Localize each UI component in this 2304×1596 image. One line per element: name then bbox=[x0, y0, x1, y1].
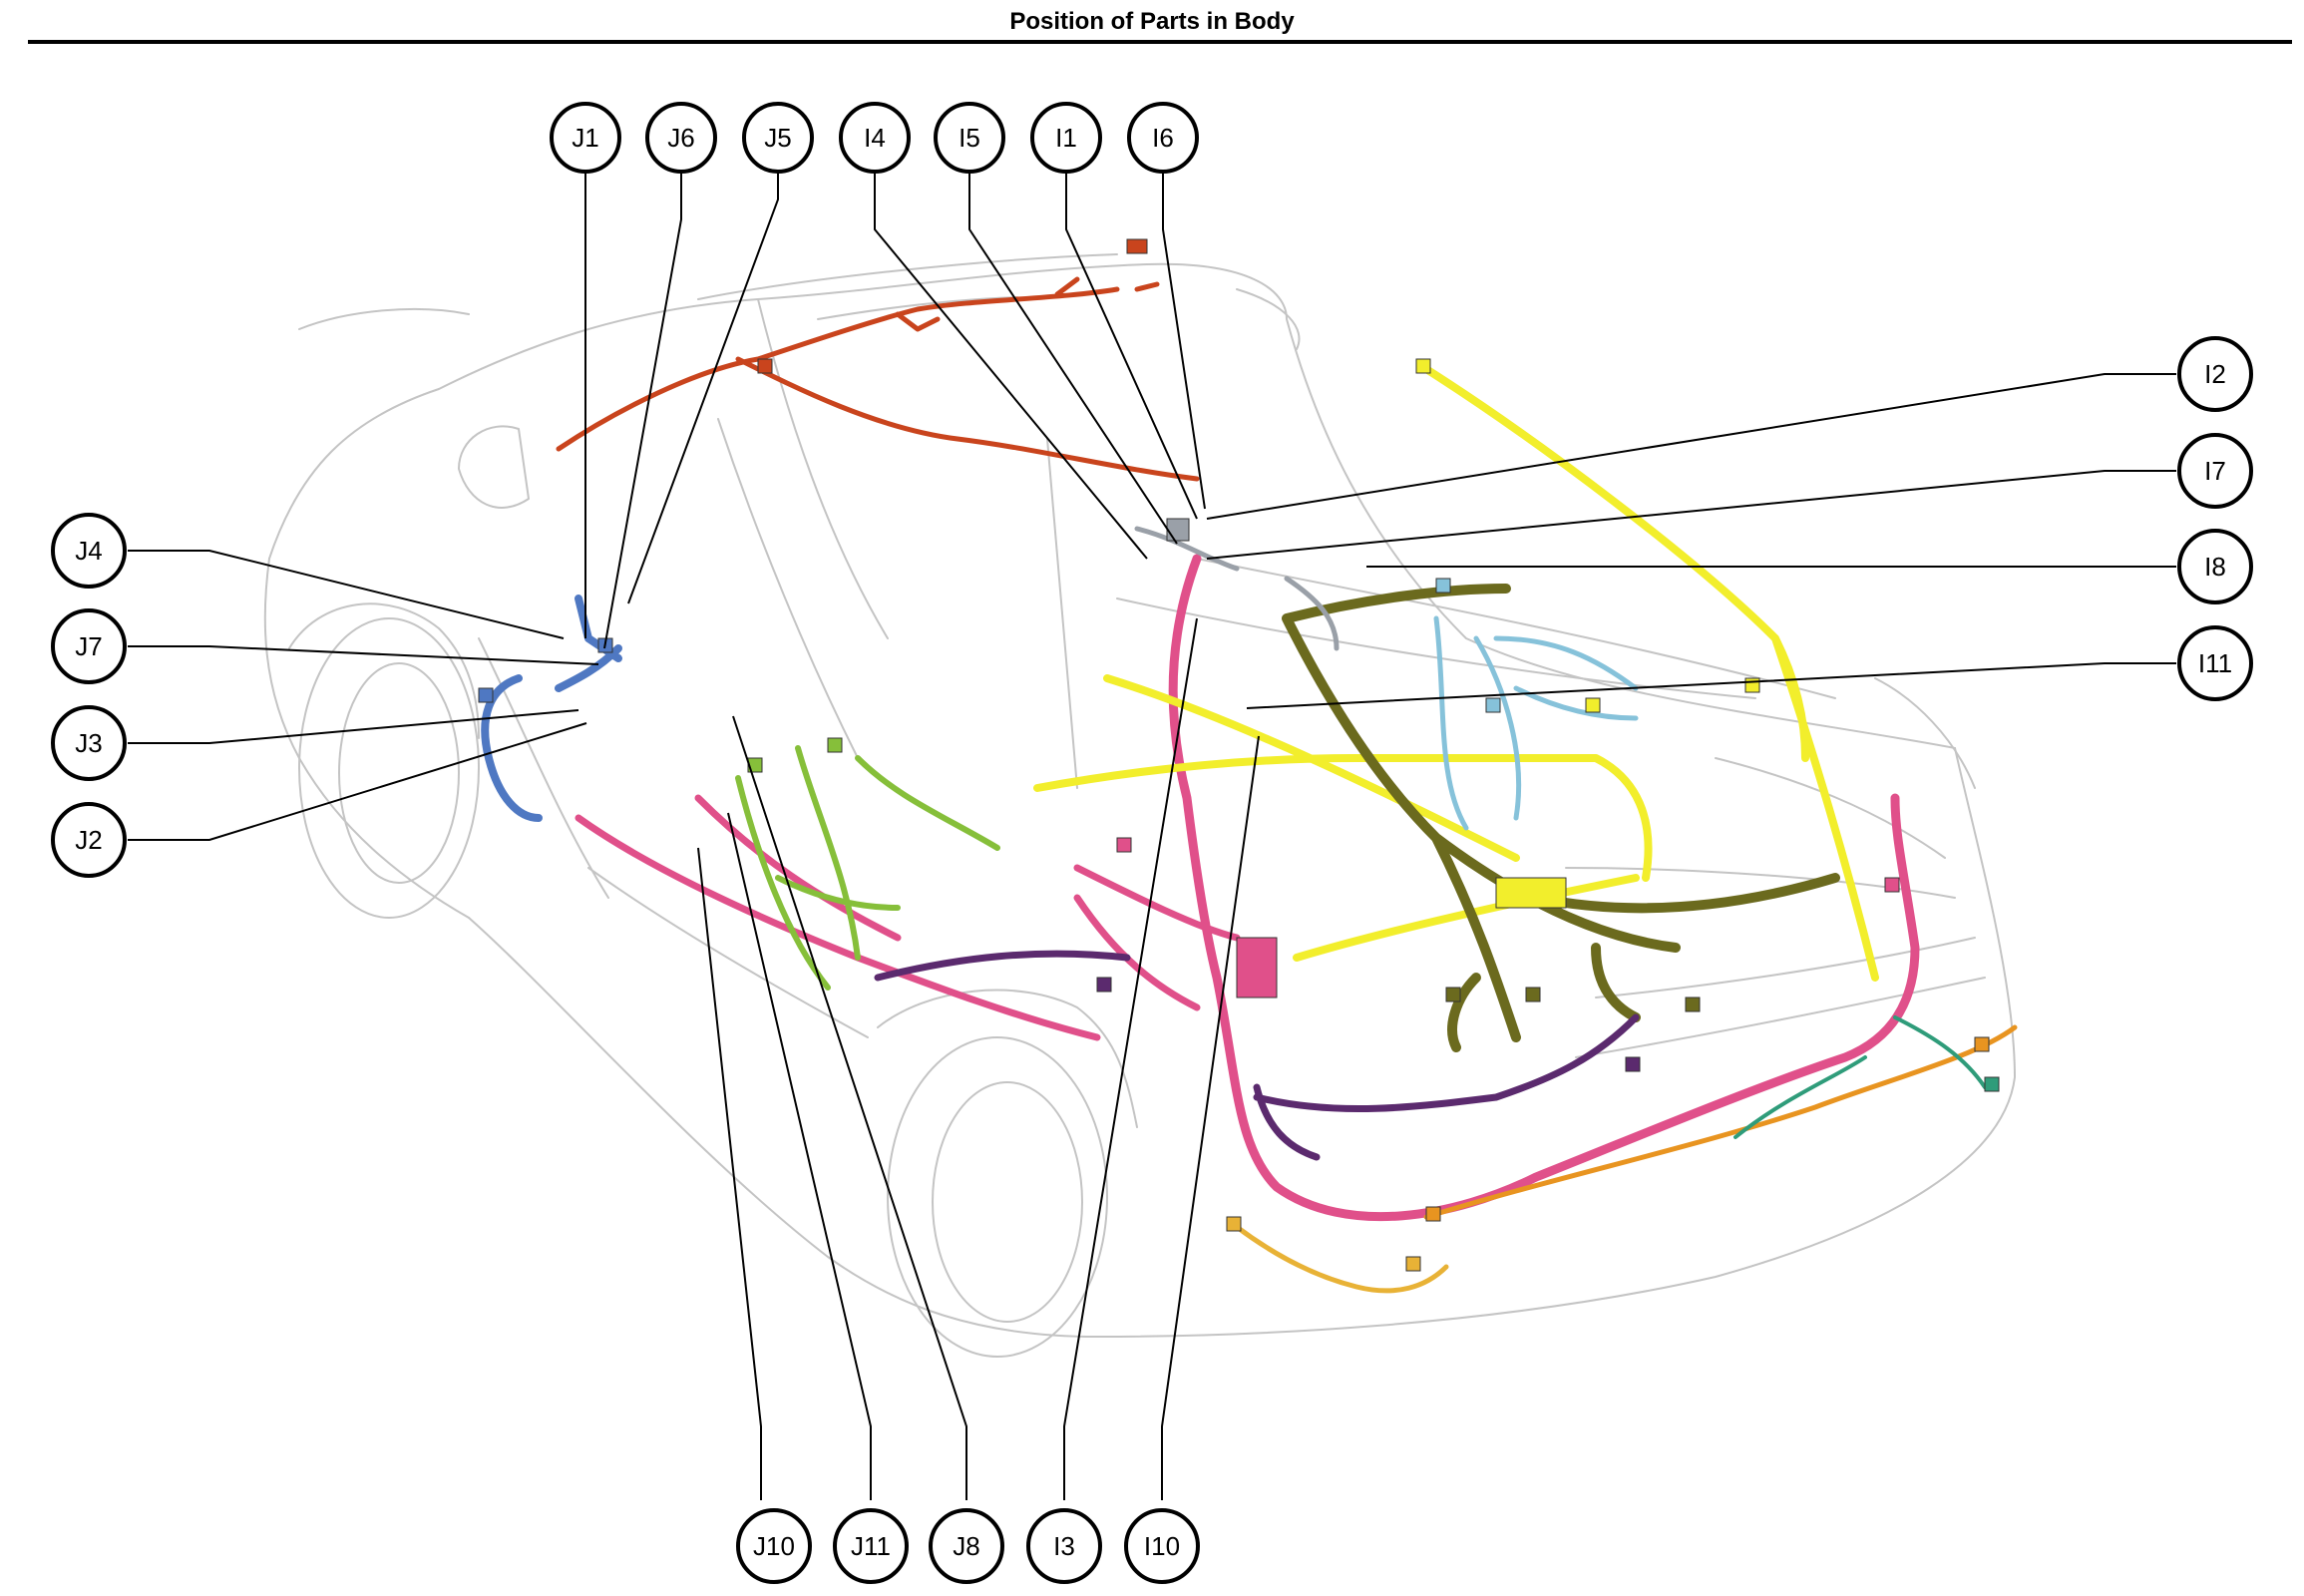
leader-i3 bbox=[1063, 617, 1198, 1500]
callout-j7: J7 bbox=[51, 608, 127, 684]
grey-harness bbox=[1134, 526, 1340, 651]
callout-i11: I11 bbox=[2177, 625, 2253, 701]
callout-i8: I8 bbox=[2177, 529, 2253, 604]
blue-harness bbox=[481, 595, 622, 822]
callout-j6: J6 bbox=[645, 102, 717, 174]
callout-j2: J2 bbox=[51, 802, 127, 878]
leader-i1 bbox=[1065, 161, 1198, 520]
callout-i2-label: I2 bbox=[2204, 359, 2226, 389]
callout-i5: I5 bbox=[934, 102, 1005, 174]
leader-i6 bbox=[1162, 161, 1206, 510]
leader-j7 bbox=[128, 645, 599, 665]
leader-j4 bbox=[128, 550, 565, 639]
leader-j11 bbox=[727, 812, 872, 1500]
callout-j10-label: J10 bbox=[753, 1531, 795, 1561]
callout-j4: J4 bbox=[51, 513, 127, 589]
wire-harnesses bbox=[481, 276, 2018, 1294]
leader-i2 bbox=[1206, 373, 2176, 520]
callouts: J1 J6 J5 I4 I5 I1 I6 I2 I7 I8 I11 J4 J7 … bbox=[51, 102, 2253, 1584]
roof-harness bbox=[556, 276, 1200, 482]
callout-j1: J1 bbox=[550, 102, 621, 174]
callout-j1-label: J1 bbox=[572, 123, 598, 153]
callout-i4: I4 bbox=[839, 102, 911, 174]
callout-j11: J11 bbox=[833, 1508, 909, 1584]
callout-i4-label: I4 bbox=[864, 123, 886, 153]
callout-i7-label: I7 bbox=[2204, 456, 2226, 486]
callout-i11-label: I11 bbox=[2198, 648, 2232, 678]
orange-harness bbox=[1423, 1024, 2018, 1220]
leader-j10 bbox=[697, 847, 762, 1500]
pink-harness bbox=[1168, 554, 1920, 1222]
teal-harness bbox=[1733, 1015, 1987, 1139]
callout-i6: I6 bbox=[1127, 102, 1199, 174]
vehicle-outline bbox=[263, 253, 2016, 1358]
callout-i10: I10 bbox=[1124, 1508, 1200, 1584]
pink-harness-left bbox=[575, 794, 1241, 1041]
leader-j2 bbox=[128, 722, 587, 841]
connectors bbox=[478, 238, 2000, 1272]
page-title: Position of Parts in Body bbox=[1009, 8, 1295, 35]
callout-j7-label: J7 bbox=[75, 631, 102, 661]
callout-i8-label: I8 bbox=[2204, 552, 2226, 582]
callout-j11-label: J11 bbox=[851, 1531, 891, 1561]
leader-j6 bbox=[603, 161, 682, 649]
callout-i6-label: I6 bbox=[1152, 123, 1174, 153]
leader-i11 bbox=[1246, 662, 2176, 709]
callout-j8-label: J8 bbox=[953, 1531, 979, 1561]
leader-j5 bbox=[627, 161, 779, 604]
leader-j8 bbox=[732, 715, 967, 1500]
callout-j3-label: J3 bbox=[75, 728, 102, 758]
leader-i5 bbox=[968, 161, 1178, 545]
title-rule bbox=[28, 40, 2292, 44]
leader-i10 bbox=[1161, 735, 1260, 1500]
leader-j3 bbox=[128, 709, 579, 744]
callout-j6-label: J6 bbox=[667, 123, 694, 153]
callout-i3-label: I3 bbox=[1053, 1531, 1075, 1561]
callout-i3: I3 bbox=[1026, 1508, 1102, 1584]
callout-i1-label: I1 bbox=[1055, 123, 1077, 153]
callout-j3: J3 bbox=[51, 705, 127, 781]
callout-i7: I7 bbox=[2177, 433, 2253, 509]
leader-i4 bbox=[874, 161, 1148, 560]
callout-j5-label: J5 bbox=[764, 123, 791, 153]
leader-i7 bbox=[1206, 470, 2176, 560]
callout-j5: J5 bbox=[742, 102, 814, 174]
green-harness bbox=[735, 745, 1000, 991]
callout-j4-label: J4 bbox=[75, 536, 102, 566]
leader-lines bbox=[128, 161, 2176, 1500]
light-blue-harness bbox=[1433, 615, 1639, 831]
callout-j8: J8 bbox=[929, 1508, 1004, 1584]
callout-j10: J10 bbox=[736, 1508, 812, 1584]
callout-i5-label: I5 bbox=[959, 123, 980, 153]
callout-i10-label: I10 bbox=[1144, 1531, 1180, 1561]
callout-j2-label: J2 bbox=[75, 825, 102, 855]
callout-i1: I1 bbox=[1030, 102, 1102, 174]
purple-harness bbox=[874, 950, 1640, 1161]
callout-i2: I2 bbox=[2177, 336, 2253, 412]
gold-harness bbox=[1234, 1224, 1449, 1294]
olive-harness bbox=[1282, 584, 1840, 1052]
yellow-harness bbox=[1033, 365, 1879, 982]
